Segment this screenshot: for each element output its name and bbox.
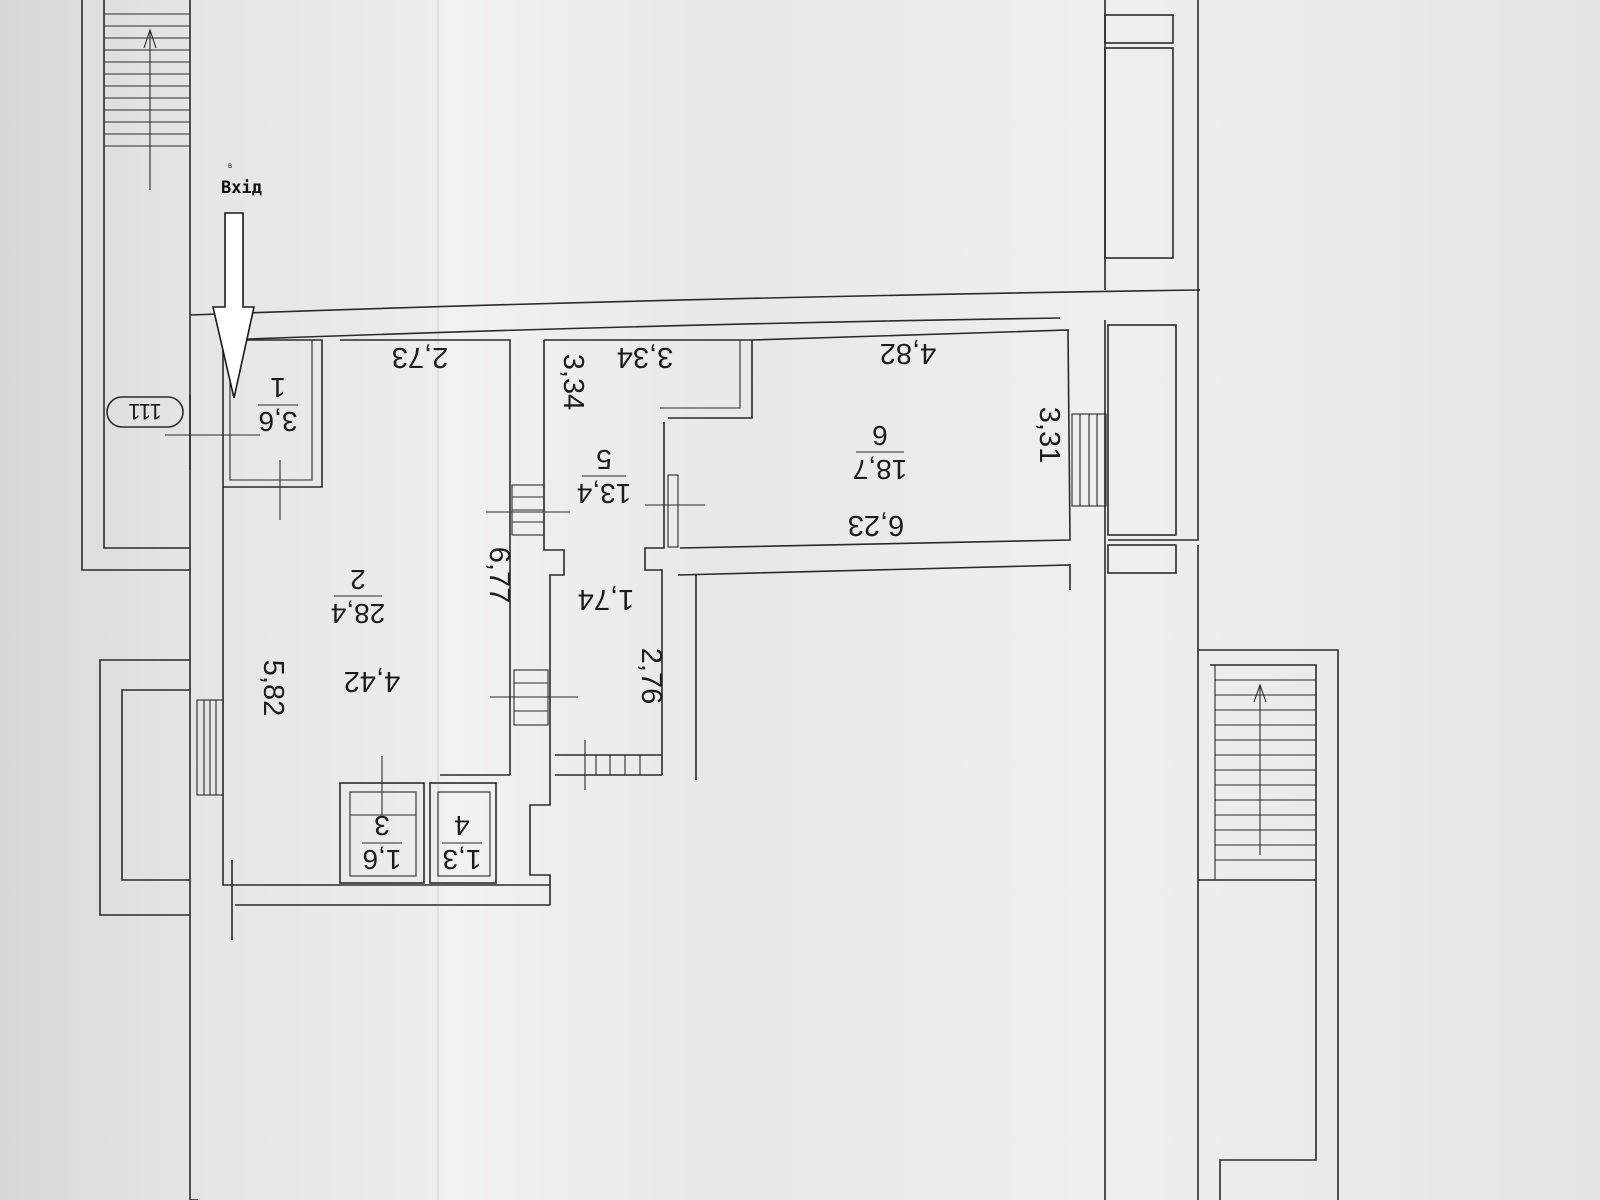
dim-3-34-vertical: 3,34 bbox=[557, 354, 589, 410]
room-5 bbox=[529, 339, 753, 905]
building-number-badge: 111 bbox=[106, 396, 184, 428]
room-2-west-door bbox=[196, 699, 224, 796]
top-corridor-wall bbox=[189, 289, 1201, 341]
paper-fold bbox=[437, 0, 439, 1200]
room-3-area: 1,6 bbox=[363, 844, 402, 875]
right-corridor-walls bbox=[1104, 0, 1200, 1200]
entrance-arrow-icon bbox=[211, 212, 255, 399]
room-4 bbox=[429, 782, 497, 884]
dim-2-73: 2,73 bbox=[392, 341, 448, 373]
room-4-number: 4 bbox=[454, 810, 470, 841]
room-6 bbox=[677, 329, 1071, 780]
dim-4-42: 4,42 bbox=[344, 665, 400, 697]
door-room5-room6 bbox=[645, 474, 705, 548]
dim-4-82: 4,82 bbox=[880, 337, 936, 369]
door-room2-room5-lower bbox=[490, 669, 578, 726]
dim-5-82: 5,82 bbox=[257, 660, 289, 716]
room-2-number: 2 bbox=[350, 564, 366, 595]
room-1 bbox=[222, 339, 323, 520]
room-1-area: 3,6 bbox=[259, 406, 298, 437]
room-labels: 3,6 1 28,4 2 1,6 3 1,3 4 bbox=[258, 372, 907, 875]
room-1-number: 1 bbox=[270, 372, 286, 403]
lower-left-enclosure bbox=[99, 659, 190, 916]
room-6-number: 6 bbox=[872, 420, 888, 451]
left-corridor-walls bbox=[165, 0, 260, 1200]
entrance-tiny-mark: В bbox=[228, 163, 233, 170]
room-3-number: 3 bbox=[374, 810, 390, 841]
room-2 bbox=[222, 339, 550, 906]
door-room2-room5-upper bbox=[486, 484, 570, 536]
room-3 bbox=[339, 756, 425, 884]
dim-1-74: 1,74 bbox=[578, 583, 634, 615]
room-6-east-door bbox=[1071, 413, 1107, 507]
room-2-area: 28,4 bbox=[331, 598, 386, 629]
left-staircase bbox=[81, 0, 190, 571]
entrance-label: Вхід bbox=[221, 178, 262, 198]
dim-3-34-horizontal: 3,34 bbox=[617, 341, 673, 373]
room-5-number: 5 bbox=[596, 444, 612, 475]
room-6-area: 18,7 bbox=[853, 454, 908, 485]
dim-2-76: 2,76 bbox=[635, 648, 667, 704]
building-number: 111 bbox=[128, 399, 161, 424]
dim-6-23: 6,23 bbox=[848, 509, 904, 541]
dim-3-31: 3,31 bbox=[1033, 407, 1065, 463]
right-staircase bbox=[1198, 649, 1339, 1200]
room-4-area: 1,3 bbox=[443, 844, 482, 875]
dimension-labels: 2,73 3,34 3,34 4,82 3,31 6,23 6,77 1,74 … bbox=[257, 337, 1065, 716]
room-5-area: 13,4 bbox=[577, 478, 632, 509]
dim-6-77: 6,77 bbox=[483, 547, 515, 603]
